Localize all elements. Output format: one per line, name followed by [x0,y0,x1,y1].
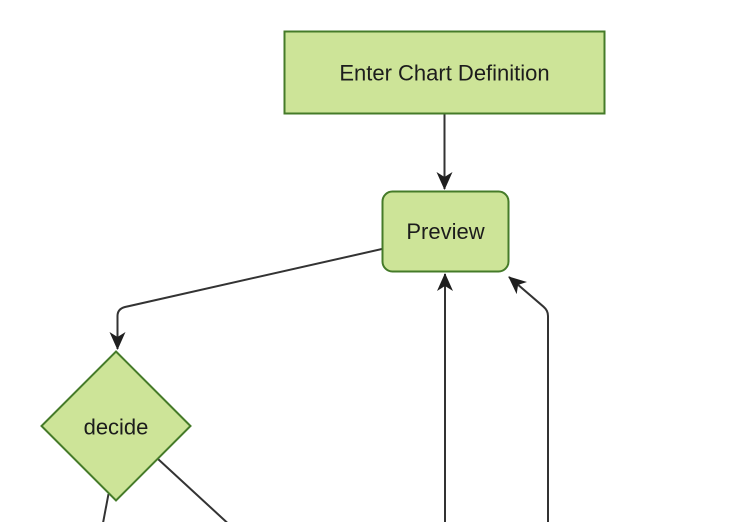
node-decide: decide [40,350,192,502]
edge-decide-to-offscreen-left [102,493,110,522]
edge-preview-to-decide [109,248,383,350]
enter-chart-definition-box [283,30,606,115]
edge-bottom-right-to-preview [508,276,549,522]
edge-decide-to-offscreen-right [157,458,228,522]
edge-layer [102,113,549,522]
preview-box [381,190,510,273]
node-preview: Preview [381,190,510,273]
node-enter-chart-definition: Enter Chart Definition [283,30,606,115]
preview-label: Preview [406,219,484,244]
decide-label: decide [84,415,149,440]
enter-chart-definition-label: Enter Chart Definition [339,61,549,86]
decide-diamond [40,350,192,502]
